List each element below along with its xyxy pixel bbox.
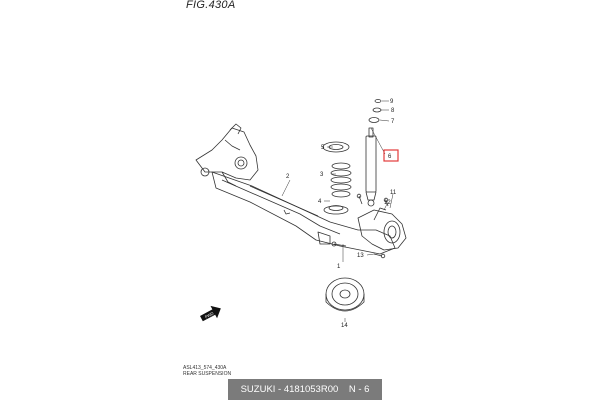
coil-spring [330,162,352,198]
left-bracket [195,123,259,187]
caption: ASL413_574_430A REAR SUSPENSION [183,365,231,377]
axle-beam [211,171,396,255]
fwd-arrow-icon: FWD [200,305,221,322]
label-13: 13 [357,253,364,259]
label-7: 7 [391,119,395,125]
leader-lines [281,100,394,322]
label-2: 2 [286,174,290,180]
label-12: 12 [384,200,391,206]
label-4: 4 [318,199,322,205]
bolts [331,193,389,259]
label-8: 8 [391,108,395,114]
footer-bar: SUZUKI - 4181053R00 N - 6 [228,379,382,400]
right-hub [357,207,407,251]
label-3: 3 [320,172,324,178]
upper-spring-seat [322,141,350,153]
shock-absorber [365,127,377,207]
figure-title: FIG.430A [186,0,236,11]
label-1: 1 [337,264,341,270]
svg-text:FWD: FWD [204,311,214,320]
top-mount-parts [368,99,382,123]
label-6: 6 [388,154,392,160]
lower-spring-seat [323,205,349,215]
highlight-box [383,149,399,162]
caption-line-1: ASL413_574_430A [183,365,227,371]
brake-drum [325,277,365,312]
label-11: 11 [390,190,397,196]
caption-line-2: REAR SUSPENSION [183,371,232,377]
label-9: 9 [390,99,394,105]
label-5: 5 [321,145,325,151]
label-14: 14 [341,323,348,329]
